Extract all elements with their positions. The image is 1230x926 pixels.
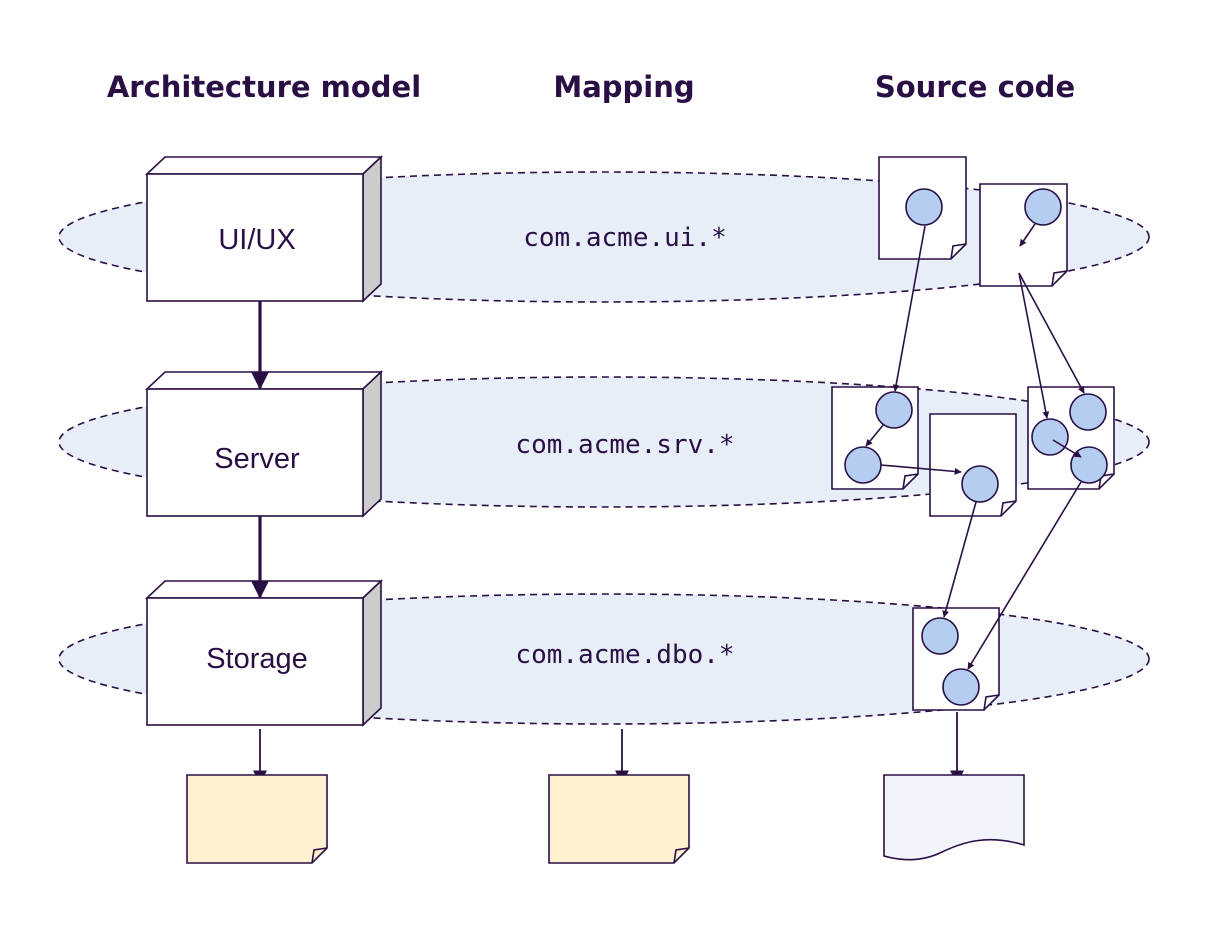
code-node (942, 668, 980, 706)
source-code-artifact (883, 774, 1025, 861)
code-node (1069, 393, 1107, 431)
code-node (1024, 188, 1062, 226)
code-node (961, 465, 999, 503)
code-node (1070, 446, 1108, 484)
code-dependency-arrow (1018, 272, 1050, 419)
code-dependency-arrow (880, 464, 962, 475)
code-node (875, 391, 913, 429)
code-dependency-arrow (967, 481, 1082, 670)
code-dependency-arrow (942, 501, 977, 618)
code-dependency-arrow (865, 423, 885, 447)
code-node (1031, 418, 1069, 456)
layer-box-server: Server (144, 370, 384, 518)
code-node (921, 617, 959, 655)
code-node (905, 188, 943, 226)
architecture-model-artifact (186, 774, 328, 864)
header-architecture-model: Architecture model (107, 70, 421, 104)
code-dependency-arrow (1018, 272, 1085, 394)
listing-icon (883, 774, 1025, 861)
code-dependency-arrow (1019, 223, 1036, 247)
code-dependency-arrow (1052, 439, 1082, 458)
layer-box-ui: UI/UX (144, 155, 384, 303)
package-label-server: com.acme.srv.* (515, 430, 734, 460)
layer-box-label: UI/UX (218, 224, 295, 256)
header-mapping: Mapping (553, 70, 694, 104)
layer-box-storage: Storage (144, 579, 384, 727)
mapping-artifact (548, 774, 690, 864)
header-source-code: Source code (875, 70, 1075, 104)
layer-box-label: Server (214, 443, 300, 475)
package-label-storage: com.acme.dbo.* (515, 640, 734, 670)
note-icon (186, 774, 328, 864)
layer-box-label: Storage (206, 643, 308, 675)
code-dependency-arrow (892, 225, 926, 392)
code-node (844, 446, 882, 484)
note-icon (548, 774, 690, 864)
package-label-ui: com.acme.ui.* (523, 223, 727, 253)
